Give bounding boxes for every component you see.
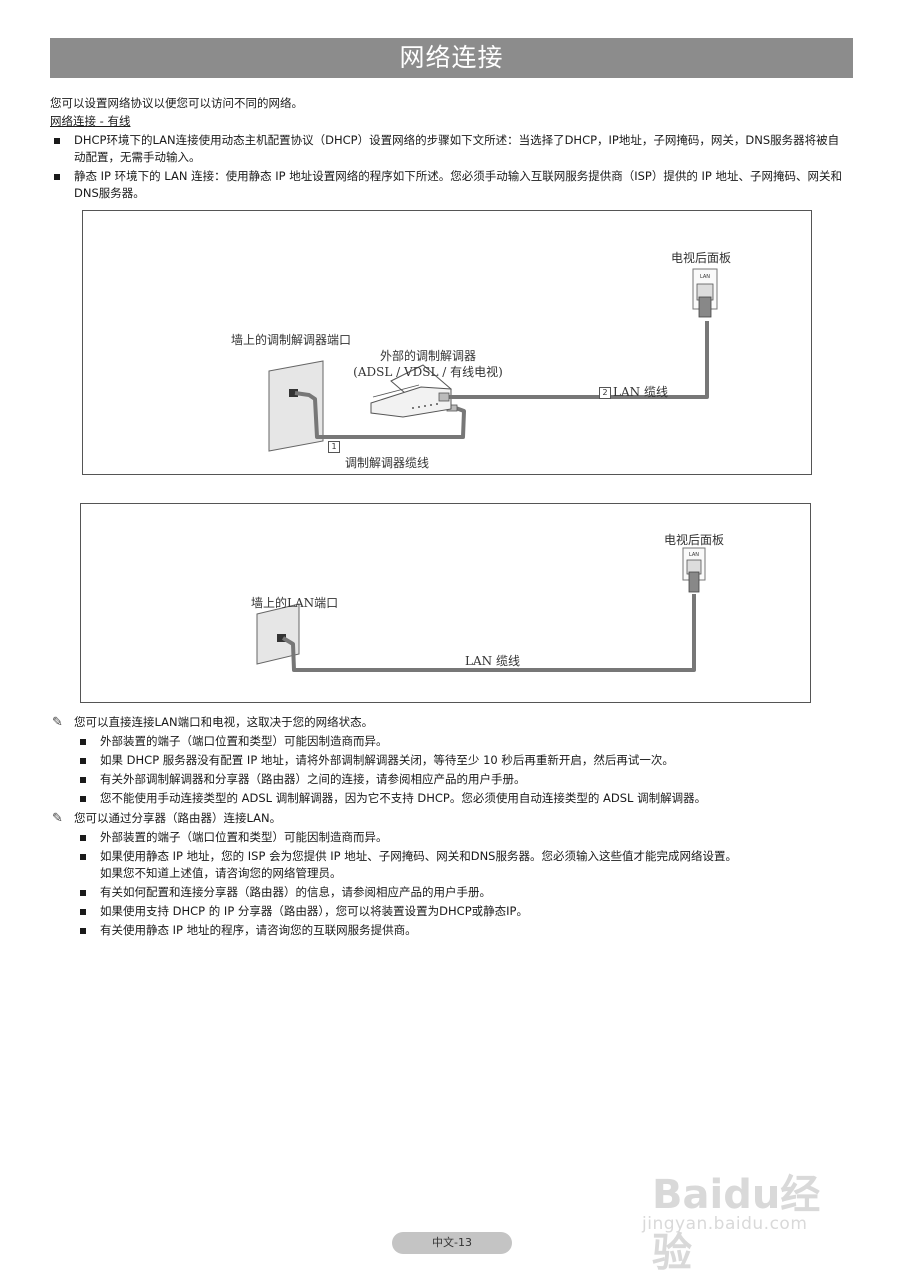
modem-cable-label: 调制解调器缆线 bbox=[345, 456, 430, 470]
diagram-modem-connection: LAN 电视后面板 墙上的调制解调器端口 外部的调制解调器 (ADSL / VD… bbox=[82, 210, 812, 475]
diagram-modem-drawing: LAN bbox=[268, 268, 718, 452]
modem-cable bbox=[294, 391, 466, 439]
page-title: 网络连接 bbox=[50, 38, 853, 78]
note-direct-lan: 您可以直接连接LAN端口和电视，这取决于您的网络状态。 bbox=[74, 715, 374, 729]
wall-lan-port-label: 墙上的LAN端口 bbox=[251, 596, 339, 610]
bullet-marker bbox=[80, 777, 86, 783]
wall-modem-port-label: 墙上的调制解调器端口 bbox=[231, 333, 352, 347]
lan-cable-label: LAN 缆线 bbox=[613, 385, 668, 399]
intro-text: 您可以设置网络协议以便您可以访问不同的网络。 bbox=[50, 96, 303, 110]
note-item-continuation: 如果您不知道上述值，请咨询您的网络管理员。 bbox=[100, 866, 342, 880]
external-modem-types: (ADSL / VDSL / 有线电视) bbox=[353, 365, 503, 379]
watermark: Baidu经验 jingyan.baidu.com bbox=[642, 1142, 852, 1276]
bullet-marker bbox=[80, 758, 86, 764]
lan-cable-number: 2 bbox=[599, 387, 611, 399]
lan-cable-label: LAN 缆线 bbox=[465, 654, 520, 668]
tv-rear-panel-label: 电视后面板 bbox=[671, 251, 732, 265]
bullet-marker bbox=[80, 854, 86, 860]
modem-cable-number: 1 bbox=[328, 441, 340, 453]
bullet-marker bbox=[80, 796, 86, 802]
note-item: 有关如何配置和连接分享器（路由器）的信息，请参阅相应产品的用户手册。 bbox=[100, 885, 491, 899]
lan-jack-text: LAN bbox=[700, 274, 710, 280]
bullet-marker bbox=[80, 739, 86, 745]
lan-cable bbox=[281, 594, 696, 672]
pencil-icon: ✎ bbox=[52, 811, 63, 826]
note-item: 外部装置的端子（端口位置和类型）可能因制造商而异。 bbox=[100, 830, 388, 844]
note-item: 有关使用静态 IP 地址的程序，请咨询您的互联网服务提供商。 bbox=[100, 923, 417, 937]
wall-modem-port-plate bbox=[268, 360, 324, 452]
note-router-lan: 您可以通过分享器（路由器）连接LAN。 bbox=[74, 811, 282, 825]
watermark-brand: Baidu经验 bbox=[652, 1172, 821, 1276]
external-modem-side bbox=[370, 386, 452, 418]
diagram-direct-lan: LAN 电视后面板 墙上的LAN端口 LAN 缆线 bbox=[80, 503, 811, 703]
tv-rear-panel-label: 电视后面板 bbox=[664, 533, 725, 547]
bullet-marker bbox=[54, 138, 60, 144]
bullet-dhcp: DHCP环境下的LAN连接使用动态主机配置协议（DHCP）设置网络的步骤如下文所… bbox=[74, 133, 840, 164]
diagram-direct-lan-drawing: LAN bbox=[256, 547, 706, 672]
lan-jack-text: LAN bbox=[689, 552, 699, 558]
page-number: 中文-13 bbox=[392, 1232, 512, 1254]
external-modem-label: 外部的调制解调器 bbox=[379, 349, 476, 363]
lan-cable-plug bbox=[438, 392, 450, 402]
pencil-icon: ✎ bbox=[52, 715, 63, 730]
wall-lan-port-socket bbox=[277, 634, 286, 642]
lan-cable bbox=[439, 321, 709, 399]
bullet-marker bbox=[80, 928, 86, 934]
note-item: 如果 DHCP 服务器没有配置 IP 地址，请将外部调制解调器关闭，等待至少 1… bbox=[100, 753, 674, 767]
bullet-static-ip: 静态 IP 环境下的 LAN 连接：使用静态 IP 地址设置网络的程序如下所述。… bbox=[74, 169, 842, 200]
bullet-marker bbox=[54, 174, 60, 180]
bullet-marker bbox=[80, 890, 86, 896]
note-item: 外部装置的端子（端口位置和类型）可能因制造商而异。 bbox=[100, 734, 388, 748]
note-item: 您不能使用手动连接类型的 ADSL 调制解调器，因为它不支持 DHCP。您必须使… bbox=[100, 791, 707, 805]
tv-lan-plug bbox=[698, 296, 712, 318]
tv-lan-plug bbox=[688, 571, 700, 593]
bullet-marker bbox=[80, 835, 86, 841]
note-item: 如果使用支持 DHCP 的 IP 分享器（路由器），您可以将装置设置为DHCP或… bbox=[100, 904, 528, 918]
bullet-marker bbox=[80, 909, 86, 915]
note-item: 有关外部调制解调器和分享器（路由器）之间的连接，请参阅相应产品的用户手册。 bbox=[100, 772, 526, 786]
note-item: 如果使用静态 IP 地址，您的 ISP 会为您提供 IP 地址、子网掩码、网关和… bbox=[100, 849, 737, 863]
section-heading: 网络连接 - 有线 bbox=[50, 114, 131, 128]
wall-modem-port-socket bbox=[289, 389, 298, 397]
watermark-url: jingyan.baidu.com bbox=[642, 1214, 808, 1234]
